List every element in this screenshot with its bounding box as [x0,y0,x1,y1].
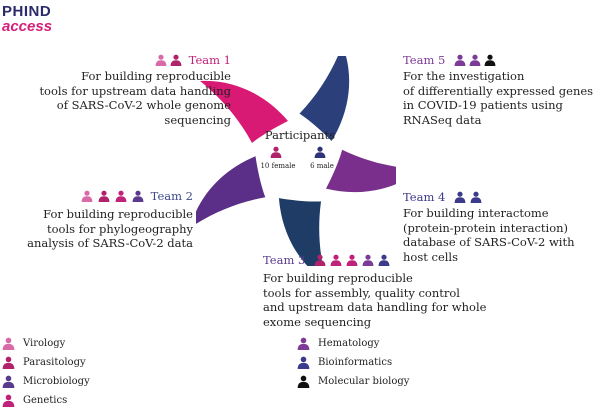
participants-title: Participants [264,128,336,142]
logo-line2: access [2,18,53,35]
phind-access-logo: PHIND access [2,3,82,37]
team-2-description: For building reproducible tools for phyl… [20,207,193,251]
legend-molecular-biology: Molecular biology [297,374,409,388]
team-pinwheel-graphic [196,56,396,266]
team-2-line-3: analysis of SARS-CoV-2 data [27,236,193,250]
team-3-line-2: tools for assembly, quality control [263,285,460,300]
hematology-person-icon [297,337,310,350]
legend-left: Virology Parasitology Microbiology Genet… [2,336,90,407]
team-1-block: Team 1 For building reproducible tools f… [0,53,231,127]
team-2-line-1: For building reproducible [43,207,193,221]
team-5-label: Team 5 [403,53,446,67]
pinwheel-blade-team-5 [325,149,396,193]
legend-hematology-label: Hematology [318,337,380,349]
parasitology-person-icon [98,190,110,202]
female-count: 10 female [258,146,298,170]
legend-right: Hematology Bioinformatics Molecular biol… [297,336,409,388]
team-2-line-2: tools for phylogeography [47,221,193,236]
team-1-line-1: For building reproducible [81,69,231,83]
team-3-line-3: and upstream data handling for whole [263,300,487,314]
team-1-line-3: of SARS-CoV-2 whole genome sequencing [56,98,231,127]
male-label: 6 male [310,162,334,170]
legend-genetics-label: Genetics [23,394,68,406]
legend-virology: Virology [2,336,90,350]
team-1-header: Team 1 [0,53,231,67]
legend-genetics: Genetics [2,393,90,407]
team-5-line-2: of differentially expressed genes [403,83,594,98]
genetics-person-icon [346,254,358,266]
bioinformatics-person-icon [454,191,466,203]
bioinformatics-person-icon [470,191,482,203]
team-5-line-3: in COVID-19 patients using RNASeq data [403,98,563,127]
male-count: 6 male [302,146,342,170]
parasitology-person-icon [170,54,182,66]
pinwheel-blade-team-3 [299,56,350,142]
team-4-header: Team 4 [403,190,600,204]
team-3-block: Team 3 For building reproducible tools f… [263,253,513,329]
team-5-line-1: For the investigation [403,69,525,83]
virology-person-icon [2,337,15,350]
virology-person-icon [81,190,93,202]
molecular-biology-person-icon [297,375,310,388]
team-4-line-2: (protein-protein interaction) [403,220,569,235]
participants-block: Participants 10 female 6 male [258,128,342,170]
team-3-description: For building reproducible tools for asse… [263,271,513,329]
legend-microbiology: Microbiology [2,374,90,388]
legend-hematology: Hematology [297,336,409,350]
team-1-line-2: tools for upstream data handling [39,83,231,98]
male-person-icon [314,146,330,162]
legend-molecular-biology-label: Molecular biology [318,375,410,387]
genetics-person-icon [2,394,15,407]
team-2-header: Team 2 [20,189,193,203]
team-3-header: Team 3 [263,253,513,267]
team-4-description: For building interactome (protein-protei… [403,206,600,264]
female-person-icon [270,146,286,162]
team-5-description: For the investigation of differentially … [403,69,600,127]
pinwheel-blade-team-2 [278,198,327,266]
bioinformatics-person-icon [297,356,310,369]
genetics-person-icon [115,190,127,202]
pinwheel-blade-team-4 [196,156,266,228]
team-4-line-1: For building interactome [403,206,549,220]
team-4-label: Team 4 [403,190,446,204]
parasitology-person-icon [314,254,326,266]
team-4-line-3: database of SARS-CoV-2 with host cells [403,235,575,264]
team-3-line-1: For building reproducible [263,271,413,285]
team-5-header: Team 5 [403,53,600,67]
pinwheel-blade-team-1 [200,80,288,143]
legend-bioinformatics: Bioinformatics [297,355,409,369]
team-4-block: Team 4 For building interactome (protein… [403,190,600,264]
bioinformatics-person-icon [378,254,390,266]
legend-microbiology-label: Microbiology [23,375,90,387]
hematology-person-icon [469,54,481,66]
female-label: 10 female [260,162,296,170]
team-2-block: Team 2 For building reproducible tools f… [20,189,193,251]
team-1-description: For building reproducible tools for upst… [0,69,231,127]
molecular-biology-person-icon [484,54,496,66]
legend-virology-label: Virology [23,337,66,349]
hematology-person-icon [454,54,466,66]
legend-parasitology-label: Parasitology [23,356,86,368]
logo-line1: PHIND [2,3,52,20]
parasitology-person-icon [2,356,15,369]
legend-bioinformatics-label: Bioinformatics [318,356,393,368]
legend-parasitology: Parasitology [2,355,90,369]
genetics-person-icon [330,254,342,266]
virology-person-icon [155,54,167,66]
hematology-person-icon [362,254,374,266]
microbiology-person-icon [132,190,144,202]
team-2-label: Team 2 [150,189,193,203]
team-3-label: Team 3 [263,253,306,267]
team-3-line-4: exome sequencing [263,314,372,329]
team-1-label: Team 1 [188,53,231,67]
team-5-block: Team 5 For the investigation of differen… [403,53,600,127]
microbiology-person-icon [2,375,15,388]
